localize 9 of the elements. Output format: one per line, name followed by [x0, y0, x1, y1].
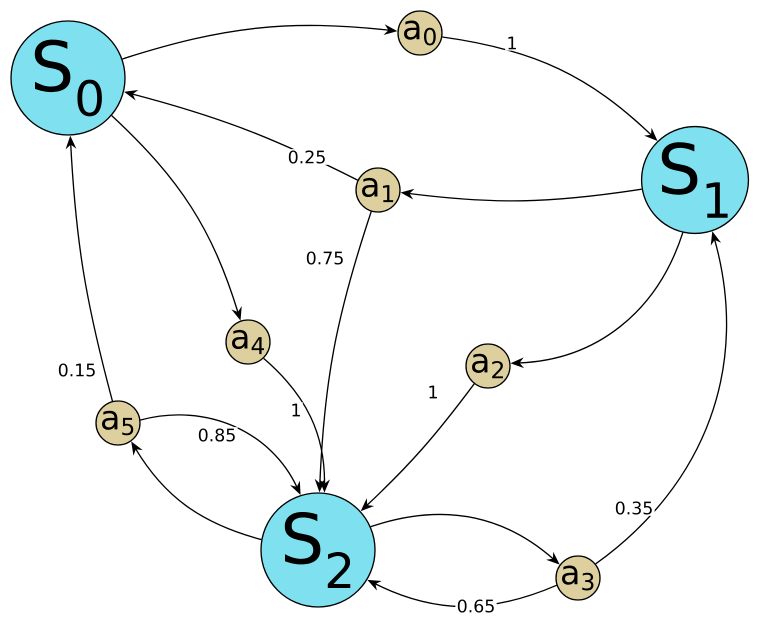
edge-label: 0.15: [56, 362, 98, 378]
edge-label: 1: [289, 402, 303, 418]
edge-label: 0.75: [304, 250, 346, 266]
edge-label: 1: [505, 35, 519, 51]
edge-label: 0.25: [286, 149, 328, 165]
edge-label: 0.65: [455, 598, 497, 614]
edge-label: 1: [426, 384, 440, 400]
edge-label: 0.35: [613, 500, 655, 516]
edge-label: 0.85: [196, 427, 238, 443]
